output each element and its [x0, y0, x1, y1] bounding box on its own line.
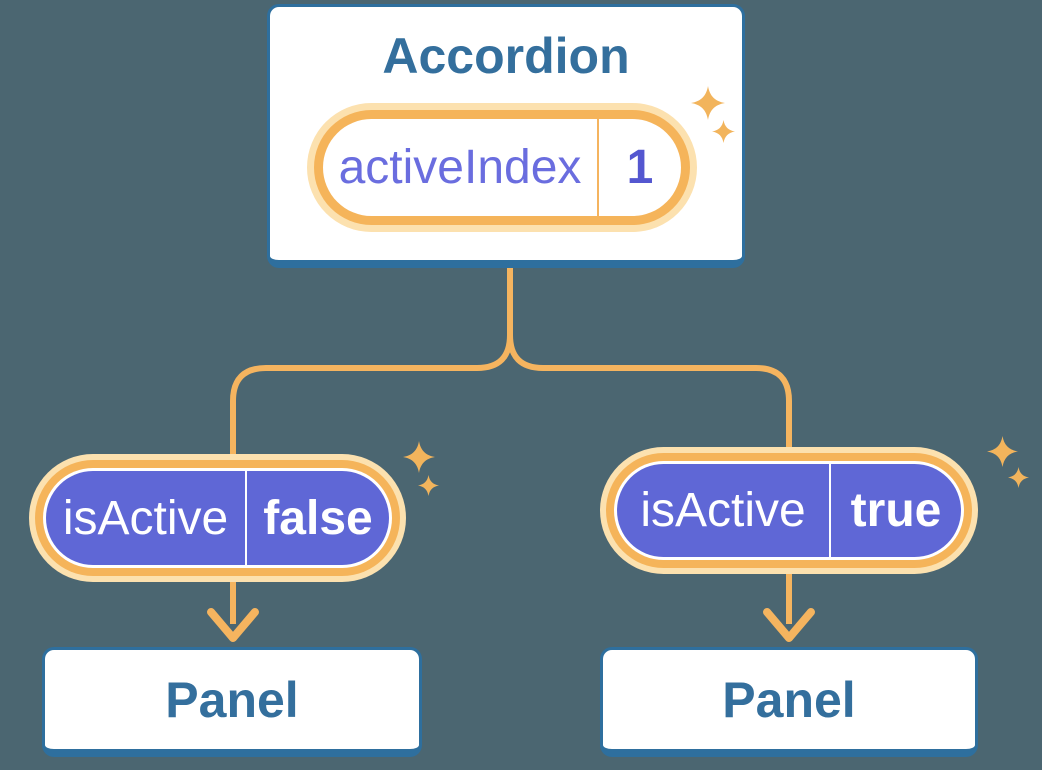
accordion-title: Accordion — [382, 28, 630, 84]
pill-divider — [597, 119, 599, 216]
panel-node-right: Panel — [600, 647, 978, 757]
state-pill-isactive-true: isActive true — [600, 447, 978, 574]
state-pill-isactive-false: isActive false — [29, 454, 406, 582]
pill-inner-border: isActive false — [43, 468, 392, 568]
pill-divider — [245, 471, 247, 565]
state-value: true — [850, 484, 942, 537]
sparkle-icon — [987, 436, 1018, 467]
panel-title: Panel — [722, 671, 856, 728]
panel-title: Panel — [165, 671, 299, 728]
panel-node-left: Panel — [42, 647, 422, 757]
sparkle-icon — [418, 475, 439, 496]
state-value: 1 — [626, 141, 654, 194]
pill-ring: isActive false — [35, 460, 400, 576]
pill-ring: activeIndex 1 — [314, 110, 690, 225]
sparkle-icon — [403, 441, 435, 473]
state-pill-activeindex: activeIndex 1 — [307, 103, 697, 232]
arrow-down-icon — [763, 608, 815, 642]
pill-body: activeIndex 1 — [323, 119, 681, 216]
sparkle-icon — [691, 86, 725, 120]
sparkle-icon — [712, 120, 735, 143]
connector-accordion-to-right — [507, 262, 792, 624]
state-name-label: isActive — [640, 484, 806, 537]
state-value: false — [263, 491, 373, 545]
pill-divider — [829, 464, 831, 557]
connector-accordion-to-left — [230, 262, 513, 624]
pill-body: isActive false — [46, 471, 389, 565]
pill-ring: isActive true — [606, 453, 972, 568]
pill-body: isActive true — [617, 464, 961, 557]
sparkle-icon — [1008, 467, 1029, 488]
pill-inner-border: isActive true — [614, 461, 964, 560]
state-name-label: activeIndex — [338, 141, 582, 194]
arrow-down-icon — [207, 608, 259, 642]
state-name-label: isActive — [62, 491, 229, 545]
